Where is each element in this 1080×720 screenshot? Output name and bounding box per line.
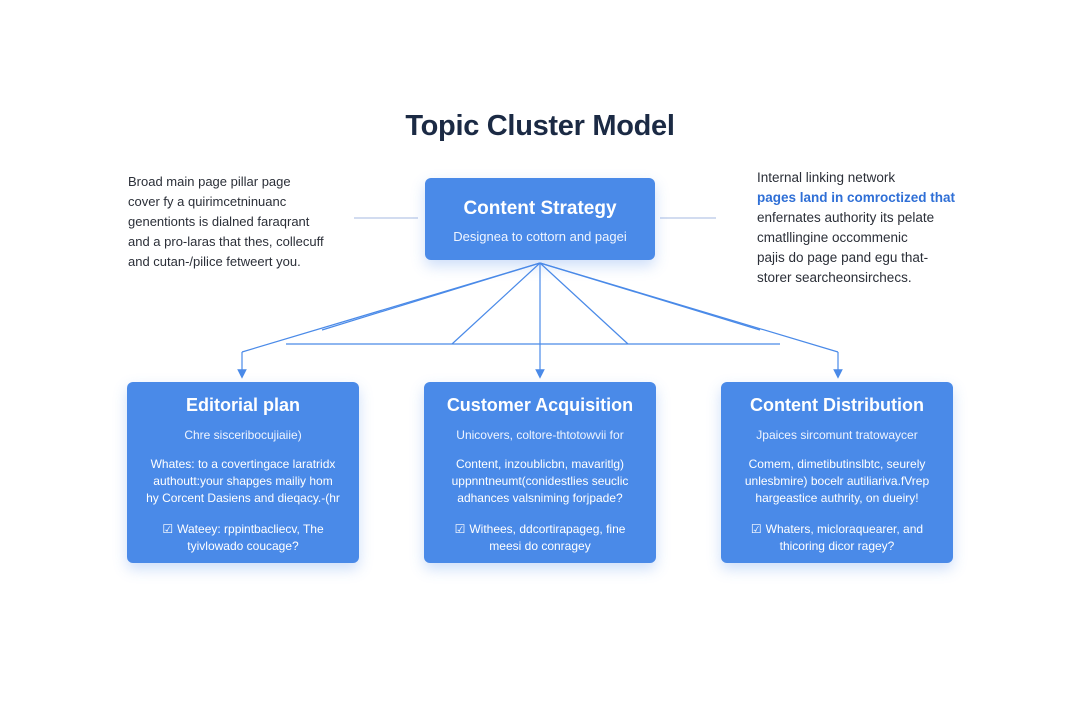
note-line: cover fy a quirimcetninuanc bbox=[128, 194, 287, 209]
body-line: unlesbmire) bocelr autiliariva.fVrep bbox=[744, 474, 930, 488]
check-line: tyivlowado coucage? bbox=[187, 539, 299, 553]
check-line: meesi do conragey bbox=[489, 539, 591, 553]
body-line: authoutt:your shapges mailiy hom bbox=[153, 474, 333, 488]
cluster-subtitle: Chre sisceribocujiaiie) bbox=[184, 428, 302, 442]
cluster-title: Editorial plan bbox=[185, 395, 300, 415]
body-line: Comem, dimetibutinslbtc, seurely bbox=[748, 457, 926, 471]
cluster-title: Customer Acquisition bbox=[446, 395, 634, 415]
cluster-box-editorial-plan: Editorial plan Chre sisceribocujiaiie) W… bbox=[127, 382, 359, 563]
note-line: storer searcheonsirchecs. bbox=[757, 270, 912, 285]
fan-line bbox=[539, 262, 629, 345]
diagram-title: Topic Cluster Model bbox=[405, 110, 675, 142]
note-line: Internal linking network bbox=[757, 170, 896, 185]
check-line: Whaters, micloraquearer, and bbox=[765, 522, 924, 536]
note-line: genentionts is dialned faraqrant bbox=[128, 214, 310, 229]
body-line: Whates: to a covertingace laratridx bbox=[150, 457, 336, 471]
check-line: Wateey: rppintbacliecv, The bbox=[177, 522, 324, 536]
fan-line bbox=[321, 262, 541, 331]
cluster-body: Comem, dimetibutinslbtc, seurely unlesbm… bbox=[721, 456, 953, 507]
checkbox-icon: ☑ bbox=[454, 522, 466, 536]
body-line: hargeastice authrity, on dueiry! bbox=[755, 491, 919, 505]
checkbox-icon: ☑ bbox=[162, 522, 174, 536]
checkbox-icon: ☑ bbox=[750, 522, 762, 536]
note-line: cmatllingine occommenic bbox=[757, 230, 908, 245]
note-line-highlight: pages land in comroctized that bbox=[757, 190, 956, 205]
note-line: enfernates authority its pelate bbox=[757, 210, 935, 225]
cluster-box-customer-acquisition: Customer Acquisition Unicovers, coltore-… bbox=[424, 382, 656, 563]
note-line: and a pro-laras that thes, collecuff bbox=[128, 234, 324, 249]
linking-network-note: Internal linking network pages land in c… bbox=[757, 168, 987, 288]
cluster-body: Whates: to a covertingace laratridx auth… bbox=[127, 456, 359, 507]
body-line: hy Corcent Dasiens and dieqacy.-(hr bbox=[146, 491, 340, 505]
hub-box-content-strategy: Content Strategy Designea to cottorn and… bbox=[425, 178, 655, 260]
cluster-check-item: ☑Wateey: rppintbacliecv, The tyivlowado … bbox=[127, 521, 359, 555]
check-line: Withees, ddcortirapageg, fine bbox=[469, 522, 626, 536]
body-line: Content, inzoublicbn, mavaritlg) bbox=[455, 457, 625, 471]
cluster-title: Content Distribution bbox=[750, 395, 924, 415]
body-line: uppnntneumt(conidestlies seuclic bbox=[451, 474, 629, 488]
note-line: and cutan-/pilice fetweert you. bbox=[128, 254, 301, 269]
fan-line bbox=[539, 262, 839, 353]
note-line: pajis do page pand egu that- bbox=[757, 250, 929, 265]
cluster-subtitle: Unicovers, coltore-thtotowvii for bbox=[456, 428, 624, 442]
cluster-subtitle: Jpaices sircomunt tratowaycer bbox=[756, 428, 918, 442]
cluster-body: Content, inzoublicbn, mavaritlg) uppnntn… bbox=[424, 456, 656, 507]
hub-subtitle: Designea to cottorn and pagei bbox=[453, 229, 627, 244]
body-line: adhances valsniming forjpade? bbox=[457, 491, 623, 505]
cluster-check-item: ☑Whaters, micloraquearer, and thicoring … bbox=[721, 521, 953, 555]
hub-title: Content Strategy bbox=[463, 198, 617, 219]
cluster-check-item: ☑Withees, ddcortirapageg, fine meesi do … bbox=[424, 521, 656, 555]
check-line: thicoring dicor ragey? bbox=[779, 539, 895, 553]
cluster-box-content-distribution: Content Distribution Jpaices sircomunt t… bbox=[721, 382, 953, 563]
pillar-page-note: Broad main page pillar page cover fy a q… bbox=[128, 172, 348, 272]
note-line: Broad main page pillar page bbox=[128, 174, 291, 189]
fan-line bbox=[451, 262, 541, 345]
